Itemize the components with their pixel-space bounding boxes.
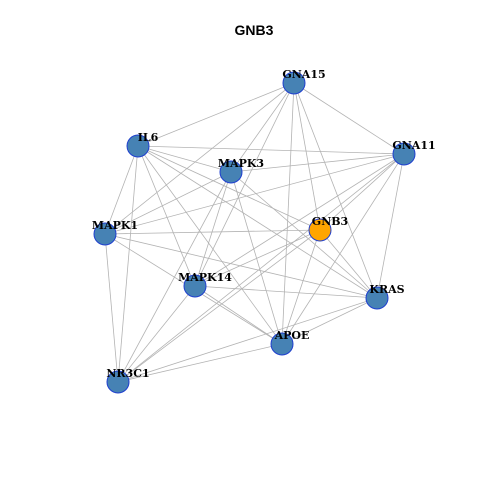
node-mapk14: MAPK14 — [178, 271, 232, 298]
edge-mapk1-nr3c1 — [104, 233, 119, 383]
edge-il6-mapk3 — [137, 145, 232, 173]
node-circle-mapk14 — [183, 274, 207, 298]
edge-gna11-nr3c1 — [117, 153, 405, 383]
edge-gna15-mapk14 — [194, 82, 295, 287]
edge-gna11-mapk14 — [194, 153, 405, 287]
edge-mapk1-kras — [104, 233, 378, 299]
node-circle-gna11 — [392, 142, 416, 166]
edge-gna15-mapk3 — [230, 82, 295, 173]
edge-mapk3-mapk14 — [194, 171, 232, 287]
node-mapk3: MAPK3 — [218, 157, 264, 184]
edge-il6-gnb3 — [137, 145, 321, 231]
node-circle-apoe — [270, 332, 294, 356]
node-label-apoe: APOE — [274, 329, 310, 342]
edge-il6-kras — [137, 145, 378, 299]
edges-layer — [104, 82, 405, 383]
node-gna15: GNA15 — [282, 68, 326, 95]
node-label-mapk1: MAPK1 — [92, 219, 138, 232]
edge-gna11-apoe — [281, 153, 405, 345]
edge-gnb3-kras — [319, 229, 378, 299]
node-circle-mapk3 — [219, 160, 243, 184]
node-circle-gnb3 — [308, 218, 332, 242]
edge-mapk3-apoe — [230, 171, 283, 345]
edge-il6-mapk1 — [104, 145, 139, 235]
node-label-gnb3: GNB3 — [312, 215, 348, 228]
edge-il6-mapk14 — [137, 145, 196, 287]
node-circle-kras — [365, 286, 389, 310]
edge-il6-apoe — [137, 145, 283, 345]
edge-gna15-mapk1 — [104, 82, 295, 235]
node-label-kras: KRAS — [369, 283, 404, 296]
edge-mapk14-nr3c1 — [117, 285, 196, 383]
node-circle-il6 — [126, 134, 150, 158]
edge-mapk14-apoe — [194, 285, 283, 345]
edge-il6-nr3c1 — [117, 145, 139, 383]
node-circle-gna15 — [282, 71, 306, 95]
edge-gna15-gnb3 — [293, 82, 321, 231]
node-il6: IL6 — [126, 131, 159, 158]
edge-il6-gna11 — [137, 145, 405, 155]
graph-title: GNB3 — [235, 22, 274, 38]
edge-gna15-il6 — [137, 82, 295, 147]
node-apoe: APOE — [270, 329, 310, 356]
node-kras: KRAS — [365, 283, 405, 310]
node-circle-mapk1 — [93, 222, 117, 246]
edge-apoe-nr3c1 — [117, 343, 283, 383]
node-nr3c1: NR3C1 — [106, 367, 150, 394]
edge-gna11-kras — [376, 153, 405, 299]
node-gna11: GNA11 — [392, 139, 436, 166]
node-label-gna15: GNA15 — [282, 68, 325, 81]
edge-kras-nr3c1 — [117, 297, 378, 383]
node-gnb3: GNB3 — [308, 215, 348, 242]
node-mapk1: MAPK1 — [92, 219, 138, 246]
node-circle-nr3c1 — [106, 370, 130, 394]
edge-gna15-apoe — [281, 82, 295, 345]
edge-gnb3-nr3c1 — [117, 229, 321, 383]
edge-kras-apoe — [281, 297, 378, 345]
edge-mapk3-mapk1 — [104, 171, 232, 235]
node-label-gna11: GNA11 — [392, 139, 435, 152]
edge-mapk1-gnb3 — [104, 229, 321, 235]
edge-gnb3-apoe — [281, 229, 321, 345]
edge-gna11-mapk1 — [104, 153, 405, 235]
node-label-nr3c1: NR3C1 — [106, 367, 149, 380]
edge-gna11-gnb3 — [319, 153, 405, 231]
edge-mapk14-kras — [194, 285, 378, 299]
edge-gna15-gna11 — [293, 82, 405, 155]
edge-gnb3-mapk14 — [194, 229, 321, 287]
node-label-mapk14: MAPK14 — [178, 271, 232, 284]
edge-gna15-kras — [293, 82, 378, 299]
node-label-mapk3: MAPK3 — [218, 157, 264, 170]
node-label-il6: IL6 — [138, 131, 159, 144]
edge-gna11-mapk3 — [230, 153, 405, 173]
edge-mapk3-kras — [230, 171, 378, 299]
